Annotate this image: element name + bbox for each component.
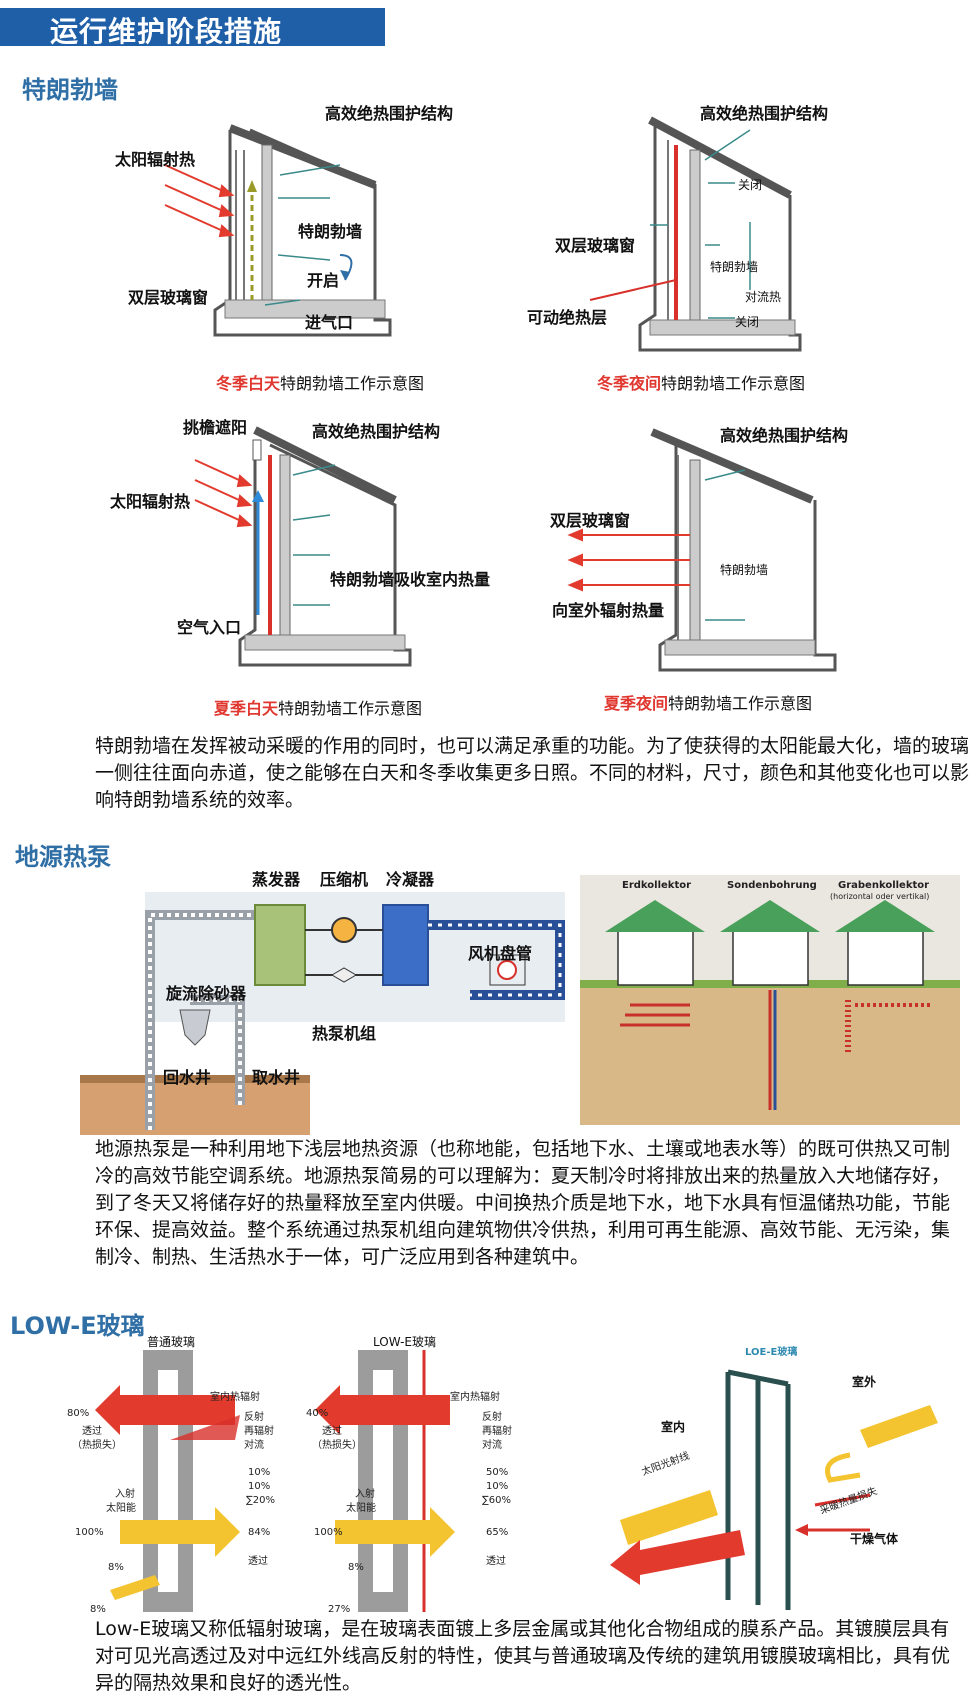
lowe-p27: 27% [328,1604,351,1615]
hp-evaporator-label: 蒸发器 [252,870,301,889]
summer-night-envelope-label: 高效绝热围护结构 [720,426,849,445]
plain-in-pct: 100% [75,1527,104,1538]
plain-loss-text2: （热损失） [72,1440,122,1451]
plain-incident2: 太阳能 [106,1503,136,1514]
lowe-loss-pct: 40% [306,1408,329,1419]
winter-day-solar-arrows [164,164,235,238]
lowe-reflect-label: 反射 [482,1412,502,1423]
lowe-incident1: 入射 [355,1489,375,1500]
lowe-indoor-room-label: 室内 [661,1420,686,1434]
plain-incident1: 入射 [115,1489,135,1500]
section-title-trombe: 特朗勃墙 [22,76,118,104]
hp-german-a: Erdkollektor [622,880,692,891]
hp-condenser-label: 冷凝器 [386,870,435,889]
plain-indoor-label: 室内热辐射 [210,1392,260,1403]
page-title: 运行维护阶段措施 [50,15,283,48]
lowe-indoor-label: 室内热辐射 [450,1392,500,1403]
summer-day-solar-label: 太阳辐射热 [110,492,191,511]
hp-return-well-label: 回水井 [163,1068,212,1087]
winter-day-wall-label: 特朗勃墙 [298,222,363,241]
plain-p8b: 8% [90,1604,106,1615]
winter-night-caption: 冬季夜间特朗勃墙工作示意图 [597,374,806,393]
plain-loss-text1: 透过 [82,1426,102,1437]
lowe-reradiate-label: 再辐射 [482,1426,512,1437]
summer-night-glazing-label: 双层玻璃窗 [550,511,631,530]
lowe-v1: 50% [486,1467,509,1478]
winter-night-insulation-pointer [589,279,677,301]
lowe-in-pct: 100% [314,1527,343,1538]
winter-day-solar-label: 太阳辐射热 [115,150,196,169]
lowe-v2: 10% [486,1481,509,1492]
section-title-lowe: LOW-E玻璃 [10,1312,145,1340]
summer-day-envelope-label: 高效绝热围护结构 [312,422,441,441]
heatpump-paragraph: 地源热泵是一种利用地下浅层地热资源（也称地能，包括地下水、土壤或地表水等）的既可… [95,1138,951,1268]
hp-fan-coil-label: 风机盘管 [468,944,533,963]
lowe-paragraph: Low-E玻璃又称低辐射玻璃，是在玻璃表面镀上多层金属或其他化合物组成的膜系产品… [95,1618,951,1694]
header-bar [0,8,385,46]
winter-day-caption: 冬季白天特朗勃墙工作示意图 [216,374,425,393]
plain-loss-pct: 80% [67,1408,90,1419]
lowe-outdoor-label: 室外 [852,1375,877,1389]
summer-day-overhang-label: 挑檐遮阳 [183,418,248,437]
plain-transmit: 透过 [248,1556,268,1567]
plain-sum: ∑20% [246,1495,275,1506]
summer-day-air-inlet-label: 空气入口 [177,618,242,637]
winter-night-closed-top-label: 关闭 [738,178,763,192]
lowe-out-pct: 65% [486,1527,509,1538]
plain-convect-label: 对流 [244,1440,264,1451]
plain-v1: 10% [248,1467,271,1478]
plain-out-pct: 84% [248,1527,271,1538]
winter-day-pointers [277,164,341,261]
trombe-paragraph: 特朗勃墙在发挥被动采暖的作用的同时，也可以满足承重的功能。为了使获得的太阳能最大… [95,735,970,811]
summer-day-caption: 夏季白天特朗勃墙工作示意图 [214,699,423,718]
winter-night-wall-label: 特朗勃墙 [710,260,759,274]
hp-german-b: Sondenbohrung [727,880,817,891]
winter-night-closed-bottom-label: 关闭 [735,315,760,329]
plain-reflect-label: 反射 [244,1412,264,1423]
plain-glass-title: 普通玻璃 [147,1335,196,1349]
hp-unit-label: 热泵机组 [312,1024,377,1043]
winter-night-glazing-label: 双层玻璃窗 [555,236,636,255]
summer-day-absorb-label: 特朗勃墙吸收室内热量 [330,570,491,589]
winter-night-convection-label: 对流热 [745,290,782,304]
lowe-loss-text1: 透过 [322,1426,342,1437]
lowe-dry-gas-label: 干燥气体 [850,1532,899,1546]
hp-supply-well-label: 取水井 [252,1068,301,1087]
hp-german-c-sub: (horizontal oder vertikal) [830,892,930,901]
lowe-transmit: 透过 [486,1556,506,1567]
section-title-heatpump: 地源热泵 [15,843,111,871]
lowe-convect-label: 对流 [482,1440,502,1451]
summer-night-caption: 夏季夜间特朗勃墙工作示意图 [604,694,813,713]
lowe-p8: 8% [348,1562,364,1573]
lowe-glass-title: LOW-E玻璃 [373,1335,436,1349]
winter-day-open-label: 开启 [307,271,340,290]
plain-p8a: 8% [108,1562,124,1573]
lowe-loss-text2: （热损失） [312,1440,362,1451]
lowe-incident2: 太阳能 [346,1503,376,1514]
winter-night-insulation-label: 可动绝热层 [527,308,608,327]
winter-night-envelope-label: 高效绝热围护结构 [700,104,829,123]
winter-day-inlet-label: 进气口 [305,313,354,332]
summer-night-radiate-label: 向室外辐射热量 [552,601,665,620]
winter-day-glazing-label: 双层玻璃窗 [128,288,209,307]
hp-separator-label: 旋流除砂器 [166,984,247,1003]
hp-german-c: Grabenkollektor [838,880,930,891]
plain-v2: 10% [248,1481,271,1492]
summer-night-wall-label: 特朗勃墙 [720,563,769,577]
hp-compressor-label: 压缩机 [320,870,369,889]
plain-reradiate-label: 再辐射 [244,1426,274,1437]
winter-day-envelope-label: 高效绝热围护结构 [325,104,454,123]
lowe-sum: ∑60% [482,1495,511,1506]
lowe-diagram-title: LOE-E玻璃 [745,1347,798,1358]
